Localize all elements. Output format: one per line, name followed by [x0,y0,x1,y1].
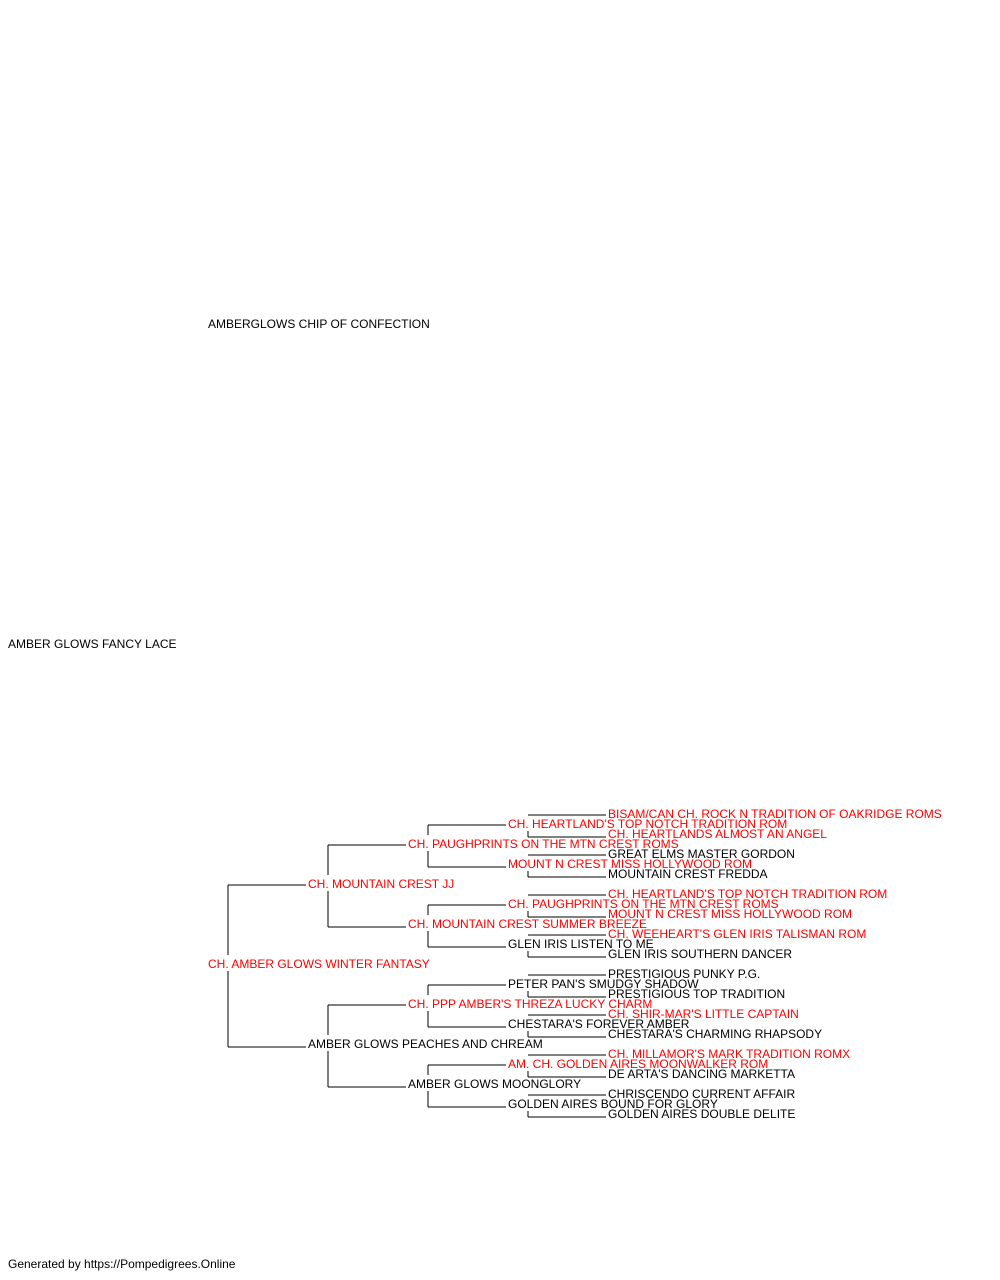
dog-dam-sire-dam-dam-dam-sire[interactable]: CHRISCENDO CURRENT AFFAIR [608,1087,796,1101]
dog-sire[interactable]: AMBERGLOWS CHIP OF CONFECTION [208,317,430,331]
dog-dam-sire-dam-sire-dam-dam[interactable]: CHESTARA'S CHARMING RHAPSODY [608,1027,823,1041]
dog-dam-sire-sire-sire-dam-sire[interactable]: GREAT ELMS MASTER GORDON [608,847,795,861]
dog-dam-sire-sire-sire-sire-dam[interactable]: CH. HEARTLANDS ALMOST AN ANGEL [608,827,827,841]
dog-dam-sire-dam-dam[interactable]: AMBER GLOWS MOONGLORY [408,1077,582,1091]
dog-dam-sire-dam-dam-dam[interactable]: GOLDEN AIRES BOUND FOR GLORY [508,1097,718,1111]
dog-dam-sire-dam-dam-sire-sire[interactable]: CH. MILLAMOR'S MARK TRADITION ROMX [608,1047,851,1061]
dog-dam-sire-dam-sire-sire-dam[interactable]: PRESTIGIOUS TOP TRADITION [608,987,786,1001]
dog-dam-sire-dam-dam-dam-dam[interactable]: GOLDEN AIRES DOUBLE DELITE [608,1107,796,1121]
dog-dam-sire-sire-dam-dam-sire[interactable]: CH. WEEHEART'S GLEN IRIS TALISMAN ROM [608,927,867,941]
dog-dam-sire-sire-dam-sire-dam[interactable]: MOUNT N CREST MISS HOLLYWOOD ROM [608,907,853,921]
dog-dam-sire-dam[interactable]: AMBER GLOWS PEACHES AND CHREAM [308,1037,543,1051]
dog-dam-sire-sire-dam-sire-sire[interactable]: CH. HEARTLAND'S TOP NOTCH TRADITION ROM [608,887,888,901]
dog-dam-sire-sire-dam-dam-dam[interactable]: GLEN IRIS SOUTHERN DANCER [608,947,793,961]
dog-dam-sire-dam-sire-dam[interactable]: CHESTARA'S FOREVER AMBER [508,1017,690,1031]
footer-credit: Generated by https://Pompedigrees.Online [8,1257,236,1271]
dog-dam-sire-sire-sire-sire[interactable]: CH. HEARTLAND'S TOP NOTCH TRADITION ROM [508,817,788,831]
dog-dam-sire-sire[interactable]: CH. MOUNTAIN CREST JJ [308,877,455,891]
dog-dam-sire-sire-sire-dam[interactable]: MOUNT N CREST MISS HOLLYWOOD ROM [508,857,753,871]
dog-dam-sire-sire-sire-dam-dam[interactable]: MOUNTAIN CREST FREDDA [608,867,768,881]
dog-dam[interactable]: AMBER GLOWS FANCY LACE [8,637,177,651]
dog-dam-sire-sire-sire-sire-sire[interactable]: BISAM/CAN CH. ROCK N TRADITION OF OAKRID… [608,807,942,821]
dog-dam-sire-sire-sire[interactable]: CH. PAUGHPRINTS ON THE MTN CREST ROMS [408,837,679,851]
dog-dam-sire-dam-sire-dam-sire[interactable]: CH. SHIR-MAR'S LITTLE CAPTAIN [608,1007,799,1021]
dog-dam-sire[interactable]: CH. AMBER GLOWS WINTER FANTASY [208,957,430,971]
dog-dam-sire-dam-dam-sire[interactable]: AM. CH. GOLDEN AIRES MOONWALKER ROM [508,1057,769,1071]
dog-dam-sire-sire-dam[interactable]: CH. MOUNTAIN CREST SUMMER BREEZE [408,917,647,931]
dog-dam-sire-sire-dam-sire[interactable]: CH. PAUGHPRINTS ON THE MTN CREST ROMS [508,897,779,911]
dog-dam-sire-sire-dam-dam[interactable]: GLEN IRIS LISTEN TO ME [508,937,654,951]
dog-dam-sire-dam-sire-sire-sire[interactable]: PRESTIGIOUS PUNKY P.G. [608,967,761,981]
dog-dam-sire-dam-sire-sire[interactable]: PETER PAN'S SMUDGY SHADOW [508,977,699,991]
dog-dam-sire-dam-dam-sire-dam[interactable]: DE ARTA'S DANCING MARKETTA [608,1067,795,1081]
dog-dam-sire-dam-sire[interactable]: CH. PPP AMBER'S THREZA LUCKY CHARM [408,997,653,1011]
